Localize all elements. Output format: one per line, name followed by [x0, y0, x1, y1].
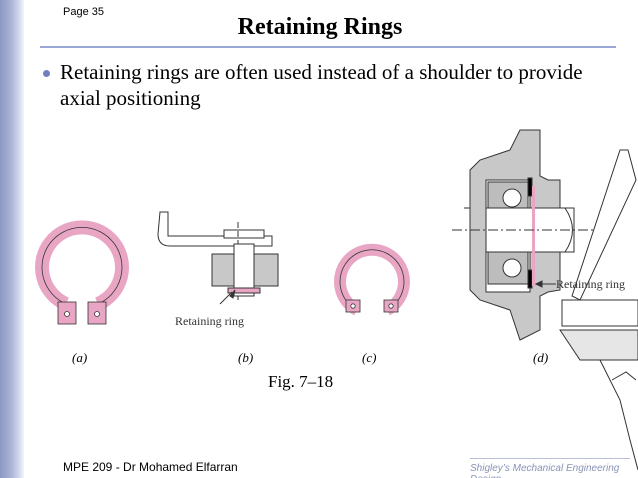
- bullet-text: Retaining rings are often used instead o…: [60, 60, 583, 110]
- label-a: (a): [72, 350, 87, 365]
- label-b: (b): [238, 350, 253, 365]
- callout-b-label: Retaining ring: [175, 314, 244, 328]
- footer-source: Shigley’s Mechanical Engineering Design: [470, 463, 620, 478]
- title-underline: [40, 46, 616, 48]
- footer-author: MPE 209 - Dr Mohamed Elfarran: [63, 460, 238, 474]
- callout-d-label: Retaining ring: [556, 277, 625, 291]
- figure-caption: Fig. 7–18: [268, 372, 334, 391]
- label-c: (c): [362, 350, 376, 365]
- assembly-d-illustration: [452, 129, 638, 471]
- ring-a-illustration: [35, 220, 129, 325]
- assembly-b-illustration: [157, 211, 279, 305]
- page-number: Page 35: [63, 6, 104, 18]
- footer-rule: [470, 458, 630, 459]
- slide-title: Retaining Rings: [237, 14, 403, 40]
- ring-c-illustration: [334, 243, 410, 316]
- bullet-dot-icon: [43, 70, 50, 77]
- label-d: (d): [533, 350, 548, 365]
- left-decor-bar: [0, 0, 24, 478]
